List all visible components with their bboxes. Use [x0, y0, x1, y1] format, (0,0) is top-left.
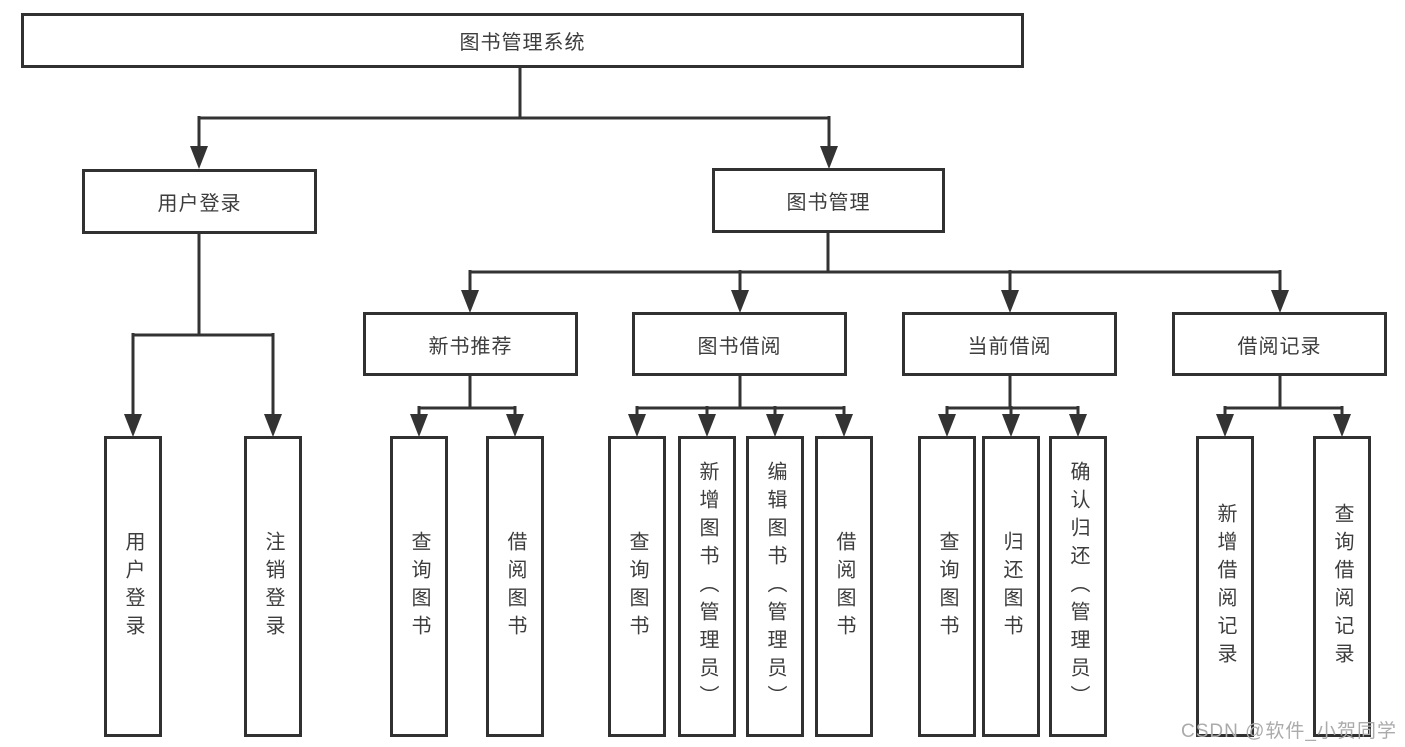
leaf-add-book-admin: 新增图书（管理员） — [678, 436, 736, 737]
node-label: 查询图书 — [626, 530, 648, 643]
node-new-book-recommend: 新书推荐 — [363, 312, 578, 376]
node-label: 借阅图书 — [504, 530, 526, 643]
node-label: 新增图书（管理员） — [696, 460, 718, 713]
node-label: 新增借阅记录 — [1214, 502, 1236, 671]
node-label: 图书管理系统 — [459, 32, 586, 54]
leaf-add-borrow-record: 新增借阅记录 — [1196, 436, 1254, 737]
leaf-borrow-books-borrow: 借阅图书 — [815, 436, 873, 737]
leaf-return-book: 归还图书 — [982, 436, 1040, 737]
leaf-query-borrow-record: 查询借阅记录 — [1313, 436, 1371, 737]
node-book-borrow: 图书借阅 — [632, 312, 847, 376]
node-label: 新书推荐 — [428, 335, 513, 358]
leaf-query-books-borrow: 查询图书 — [608, 436, 666, 737]
leaf-query-books-current: 查询图书 — [918, 436, 976, 737]
leaf-edit-book-admin: 编辑图书（管理员） — [746, 436, 804, 737]
node-label: 借阅记录 — [1237, 335, 1322, 358]
node-label: 编辑图书（管理员） — [764, 460, 786, 713]
node-label: 图书借阅 — [697, 335, 782, 358]
leaf-user-login: 用户登录 — [104, 436, 162, 737]
node-root-system: 图书管理系统 — [21, 13, 1024, 68]
node-label: 查询图书 — [936, 530, 958, 643]
node-label: 当前借阅 — [967, 335, 1052, 358]
node-label: 确认归还（管理员） — [1067, 460, 1089, 713]
node-label: 查询借阅记录 — [1331, 502, 1353, 671]
node-user-login-branch: 用户登录 — [82, 169, 317, 234]
leaf-borrow-books-recommend: 借阅图书 — [486, 436, 544, 737]
node-label: 归还图书 — [1000, 530, 1022, 643]
node-label: 图书管理 — [786, 192, 871, 214]
leaf-query-books-recommend: 查询图书 — [390, 436, 448, 737]
node-label: 注销登录 — [262, 530, 284, 643]
node-label: 查询图书 — [408, 530, 430, 643]
node-borrow-records: 借阅记录 — [1172, 312, 1387, 376]
node-current-borrow: 当前借阅 — [902, 312, 1117, 376]
node-book-management-branch: 图书管理 — [712, 168, 945, 233]
csdn-watermark: CSDN @软件_小贺同学 — [1181, 721, 1397, 742]
node-label: 用户登录 — [157, 193, 242, 215]
node-label: 用户登录 — [122, 530, 144, 643]
node-label: 借阅图书 — [833, 530, 855, 643]
leaf-confirm-return-admin: 确认归还（管理员） — [1049, 436, 1107, 737]
leaf-logout: 注销登录 — [244, 436, 302, 737]
